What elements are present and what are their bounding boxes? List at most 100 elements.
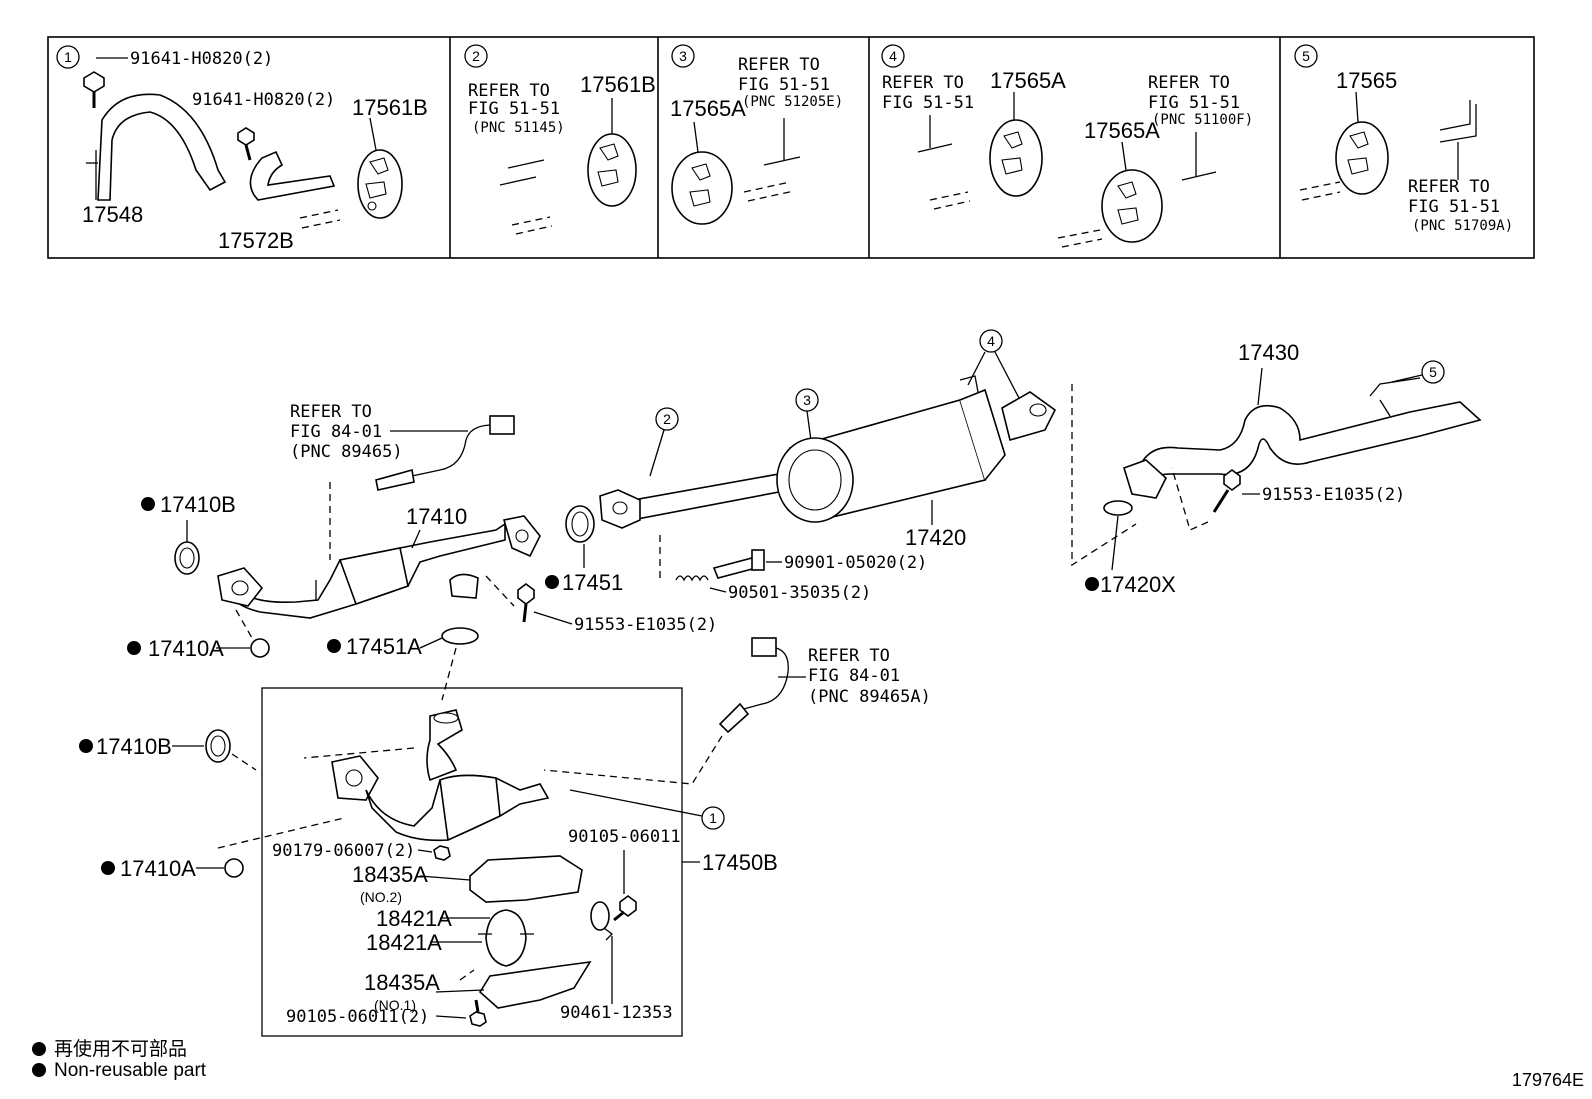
bracket-17548-icon — [97, 93, 227, 201]
bolt-icon — [237, 127, 255, 161]
band-clamp-icon — [478, 909, 534, 967]
tailpipe-17430-icon — [1123, 377, 1482, 499]
bullet-icon — [32, 1042, 46, 1056]
label-17565a-box3: 17565A — [670, 96, 746, 121]
label-no2: (NO.2) — [360, 889, 402, 905]
front-pipe-17410-icon — [217, 515, 541, 619]
label-no1: (NO.1) — [374, 997, 416, 1013]
bolt-icon — [83, 71, 105, 108]
label-91553-mid: 91553-E1035(2) — [574, 615, 717, 635]
sensor-mid-l3: (PNC 89465A) — [808, 687, 931, 707]
sensor-top-l1: REFER TO — [290, 402, 372, 422]
label-90105-top: 90105-06011 — [568, 827, 681, 847]
label-17451a: 17451A — [346, 634, 422, 659]
nut-17410a-top-icon — [250, 638, 270, 658]
label-17565: 17565 — [1336, 68, 1397, 93]
sensor-mid-l1: REFER TO — [808, 646, 890, 666]
spring-90501-icon — [675, 575, 709, 582]
label-90901: 90901-05020(2) — [784, 553, 927, 573]
rubber-hanger-icon — [357, 149, 403, 219]
label-18435a-no1: 18435A — [364, 970, 440, 995]
label-17410b-top: 17410B — [160, 492, 236, 517]
label-17565a-box4b: 17565A — [1084, 118, 1160, 143]
clamp-17572b-icon — [249, 150, 336, 201]
rubber-hanger-icon — [671, 151, 733, 225]
refer-box2-l3: (PNC 51145) — [472, 120, 565, 136]
svg-text:2: 2 — [663, 411, 671, 427]
oxygen-sensor-mid-icon — [718, 637, 789, 734]
catalytic-converter-icon — [331, 709, 550, 842]
muffler-17420-icon — [599, 375, 1057, 529]
callout-4: 4 — [967, 329, 1021, 401]
callout-2: 2 — [649, 407, 679, 477]
label-17572b: 17572B — [218, 228, 294, 253]
insulator-no1-icon — [478, 960, 592, 1009]
label-17410a-bot: 17410A — [120, 856, 196, 881]
svg-text:5: 5 — [1302, 48, 1310, 64]
label-17410: 17410 — [406, 504, 467, 529]
refer-box4a-l1: REFER TO — [882, 73, 964, 93]
alignment-dash — [1071, 384, 1137, 567]
label-90179: 90179-06007(2) — [272, 841, 415, 861]
detail-box-3: 3 REFER TO FIG 51-51 (PNC 51205E) 17565A — [670, 44, 843, 225]
svg-text:3: 3 — [679, 48, 687, 64]
sensor-top-l2: FIG 84-01 — [290, 422, 382, 442]
svg-text:1: 1 — [709, 810, 717, 826]
detail-box-4: 4 REFER TO FIG 51-51 17565A REFER TO FIG… — [881, 44, 1253, 248]
refer-box5-l1: REFER TO — [1408, 177, 1490, 197]
label-91553-right: 91553-E1035(2) — [1262, 485, 1405, 505]
assy-17450b-frame — [261, 687, 683, 1037]
label-17451: 17451 — [562, 570, 623, 595]
label-17410b-bot: 17410B — [96, 734, 172, 759]
gasket-17420x-icon — [1103, 500, 1133, 516]
callout-5: 5 — [1391, 360, 1445, 384]
refer-box4b-l3: (PNC 51100F) — [1152, 112, 1253, 128]
nut-17410a-bot-icon — [224, 858, 244, 878]
label-17548: 17548 — [82, 202, 143, 227]
label-18421a-b: 18421A — [366, 930, 442, 955]
legend-line-jp: 再使用不可部品 — [32, 1034, 187, 1061]
bullet-icon — [32, 1063, 46, 1077]
bolt-icon — [517, 583, 535, 623]
label-90501: 90501-35035(2) — [728, 583, 871, 603]
label-17561b-box2: 17561B — [580, 72, 656, 97]
label-18421a-a: 18421A — [376, 906, 452, 931]
bolt-icon — [613, 895, 637, 922]
detail-box-5: 5 17565 REFER TO FIG 51-51 (PNC 51709A) — [1294, 44, 1513, 234]
refer-box4b-l1: REFER TO — [1148, 73, 1230, 93]
label-17450b: 17450B — [702, 850, 778, 875]
detail-box-2: 2 REFER TO FIG 51-51 (PNC 51145) 17561B — [464, 44, 656, 235]
clamp-90461-icon — [590, 901, 613, 941]
label-90461: 90461-12353 — [560, 1003, 673, 1023]
refer-box3-l1: REFER TO — [738, 55, 820, 75]
sensor-mid-l2: FIG 84-01 — [808, 666, 900, 686]
detail-boxes-frame — [47, 36, 1535, 259]
rubber-hanger-icon — [1101, 169, 1163, 243]
label-17420: 17420 — [905, 525, 966, 550]
label-17430: 17430 — [1238, 340, 1299, 365]
bolt-icon — [469, 999, 487, 1027]
gasket-17451a-icon — [441, 627, 479, 645]
insulator-no2-icon — [469, 855, 583, 903]
refer-box3-l2: FIG 51-51 — [738, 75, 830, 95]
callout-1: 1 — [569, 789, 725, 830]
svg-text:3: 3 — [803, 392, 811, 408]
bolt-90901-icon — [712, 549, 765, 579]
refer-box3-l3: (PNC 51205E) — [742, 94, 843, 110]
rubber-hanger-icon — [587, 133, 637, 207]
rubber-hanger-icon — [1335, 121, 1389, 195]
nut-90179-icon — [433, 845, 451, 861]
refer-box5-l3: (PNC 51709A) — [1412, 218, 1513, 234]
bolt-icon — [1212, 469, 1241, 513]
svg-text:4: 4 — [987, 333, 995, 349]
svg-text:4: 4 — [889, 48, 897, 64]
refer-box2-l1: REFER TO — [468, 81, 550, 101]
label-18435a-no2: 18435A — [352, 862, 428, 887]
label-17410a-top: 17410A — [148, 636, 224, 661]
refer-box4b-l2: FIG 51-51 — [1148, 93, 1240, 113]
label-91641-b: 91641-H0820(2) — [192, 90, 335, 110]
figure-code: 179764E — [1511, 1070, 1584, 1090]
box-1-number: 1 — [64, 49, 72, 65]
refer-box2-l2: FIG 51-51 — [468, 99, 560, 119]
